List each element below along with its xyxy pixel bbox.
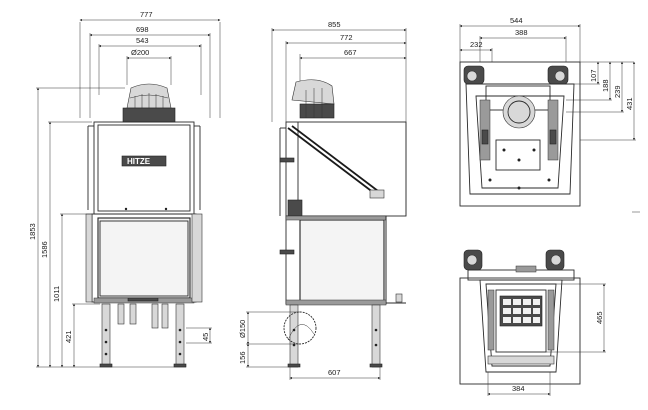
dim-239: 239 xyxy=(613,85,622,98)
top-view: 544 388 232 xyxy=(459,16,640,213)
side-dimensions: Ø150 156 607 xyxy=(238,311,381,380)
dim-543: 543 xyxy=(136,36,149,45)
dim-232: 232 xyxy=(470,40,483,49)
dim-431: 431 xyxy=(625,97,634,110)
side-view: 855 772 667 xyxy=(238,20,407,380)
grate xyxy=(503,299,540,323)
dim-1011: 1011 xyxy=(52,286,61,302)
top-dimensions: 544 388 232 xyxy=(459,16,581,62)
dim-772: 772 xyxy=(340,33,353,42)
dim-384: 384 xyxy=(512,384,525,393)
flue-collar xyxy=(122,83,176,123)
side-top-dimensions: 855 772 667 xyxy=(271,20,407,216)
dim-107: 107 xyxy=(589,69,598,82)
dim-544: 544 xyxy=(510,16,523,25)
dim-1853: 1853 xyxy=(28,223,37,240)
dim-777: 777 xyxy=(140,10,153,19)
dim-188: 188 xyxy=(601,79,610,92)
dim-d150: Ø150 xyxy=(238,320,247,338)
bottom-dimensions: 465 384 xyxy=(487,283,606,396)
top-right-dimensions: 107 188 239 431 xyxy=(566,61,640,213)
dim-1586: 1586 xyxy=(40,241,49,258)
side-hood xyxy=(279,121,407,219)
side-base xyxy=(283,304,383,368)
front-firebox xyxy=(85,213,203,304)
dim-388: 388 xyxy=(515,28,528,37)
side-firebox xyxy=(279,215,406,306)
side-flue xyxy=(291,79,335,119)
dim-855: 855 xyxy=(328,20,341,29)
dim-607: 607 xyxy=(328,368,341,377)
bottom-body xyxy=(459,249,581,385)
dim-667: 667 xyxy=(344,48,357,57)
front-height-dimensions: 1853 1586 1011 421 45 xyxy=(28,87,212,368)
bottom-view: 465 384 xyxy=(459,249,606,396)
front-legs xyxy=(99,303,187,368)
dim-698: 698 xyxy=(136,25,149,34)
brand-logo: HITZE xyxy=(127,157,151,166)
dim-465: 465 xyxy=(595,311,604,324)
dim-156: 156 xyxy=(238,351,247,364)
front-view: 777 698 543 Ø200 xyxy=(28,10,221,368)
top-body xyxy=(459,61,581,207)
dim-45: 45 xyxy=(201,333,210,341)
dim-421: 421 xyxy=(64,330,73,343)
dim-d200: Ø200 xyxy=(131,48,149,57)
front-top-dimensions: 777 698 543 Ø200 xyxy=(79,10,221,118)
front-hood: HITZE xyxy=(87,121,201,215)
